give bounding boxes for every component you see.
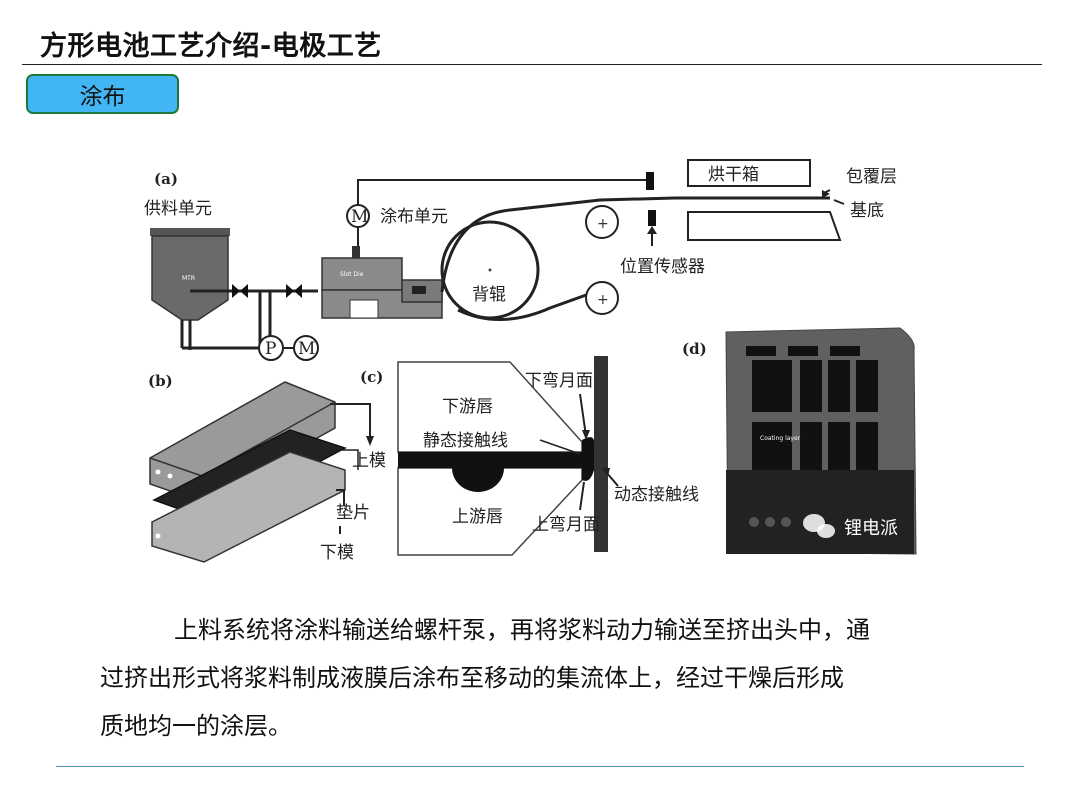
dynamic-contact-line-label: 动态接触线 — [614, 485, 699, 505]
shim-label: 垫片 — [336, 503, 370, 523]
coating-process-figure: (a) 供料单元 MTR P M — [140, 150, 940, 570]
dryer-box-bottom — [687, 211, 842, 241]
substrate-label: 基底 — [850, 201, 884, 221]
svg-text:+: + — [597, 292, 609, 308]
dryer-label: 烘干箱 — [708, 165, 759, 185]
dryer-box-top — [687, 159, 811, 187]
title-divider — [22, 64, 1042, 65]
slot-die: Slot Die — [321, 246, 443, 319]
body-line-2: 过挤出形式将浆料制成液膜后涂布至移动的集流体上，经过干燥后形成 — [100, 664, 844, 692]
section-tag-label: 涂布 — [79, 84, 126, 110]
slot-die-gap-diagram — [397, 356, 608, 556]
coating-layer-label: 包覆层 — [846, 167, 897, 187]
panel-b-letter: (b) — [148, 372, 173, 390]
supply-tank: MTR — [150, 228, 230, 321]
svg-text:+: + — [597, 216, 609, 232]
downstream-lip-label: 下游唇 — [442, 397, 493, 417]
slot-die-label: Slot Die — [340, 271, 364, 278]
upstream-lip-label: 上游唇 — [452, 507, 503, 527]
tank-mark: MTR — [182, 275, 195, 282]
supply-unit-label: 供料单元 — [144, 199, 212, 219]
coating-unit-label: 涂布单元 — [380, 207, 448, 227]
pump-label: P — [265, 339, 276, 359]
valve-1 — [232, 284, 248, 298]
guide-roll-top — [585, 205, 619, 239]
back-roll-label: 背辊 — [472, 285, 506, 305]
panel-a-letter: (a) — [154, 170, 178, 188]
lower-meniscus-label: 下弯月面 — [525, 371, 593, 391]
body-paragraph: 上料系统将涂料输送给螺杆泵，再将浆料动力输送至挤出头中，通 过挤出形式将浆料制成… — [100, 606, 980, 750]
die-assembly — [149, 381, 347, 563]
valve-2 — [286, 284, 302, 298]
pump-motor-label: M — [298, 339, 315, 359]
footer-divider — [56, 766, 1024, 767]
coating-note: Coating layer — [760, 435, 801, 442]
body-line-3: 质地均一的涂层。 — [100, 712, 292, 740]
watermark-text: 锂电派 — [844, 518, 898, 539]
section-tag: 涂布 — [26, 74, 179, 114]
position-sensor-label: 位置传感器 — [620, 257, 705, 277]
upper-die-label: 上模 — [352, 451, 386, 471]
page-title: 方形电池工艺介绍-电极工艺 — [40, 31, 382, 62]
body-line-1: 上料系统将涂料输送给螺杆泵，再将浆料动力输送至挤出头中，通 — [174, 616, 870, 644]
watermark: 锂电派 — [803, 514, 898, 539]
coated-sample-photo: Coating layer — [725, 327, 917, 555]
lower-die-label: 下模 — [320, 543, 354, 563]
upper-meniscus-label: 上弯月面 — [532, 515, 600, 535]
panel-d-letter: (d) — [682, 340, 707, 358]
die-motor-label: M — [351, 207, 368, 227]
figure-svg: (a) 供料单元 MTR P M — [144, 159, 917, 563]
static-contact-line-label: 静态接触线 — [423, 431, 508, 451]
pump-motor-icon — [293, 335, 319, 361]
panel-c-letter: (c) — [360, 368, 383, 386]
position-sensor-icon — [648, 210, 656, 226]
guide-roll-bottom — [585, 281, 619, 315]
